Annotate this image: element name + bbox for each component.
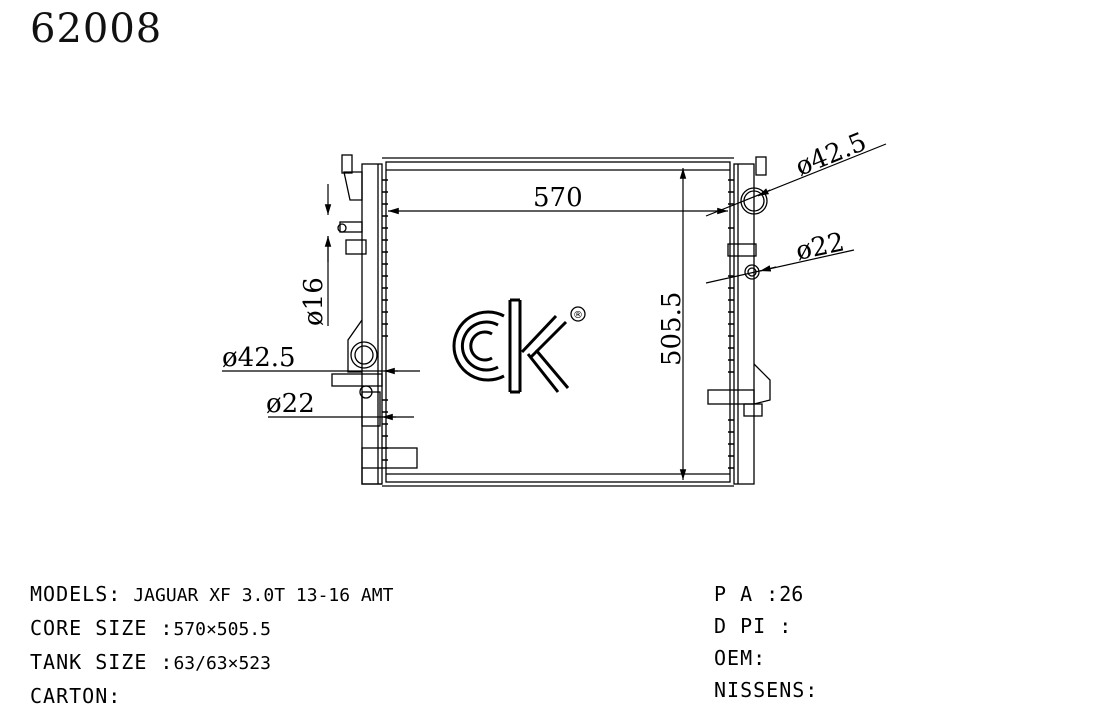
outlet-pipe-small-right	[744, 264, 760, 280]
models-label: MODELS:	[30, 582, 122, 606]
dpi-label: D PI :	[714, 614, 793, 638]
oem-row: OEM:	[714, 642, 818, 674]
core-size-label: CORE SIZE :	[30, 616, 174, 640]
tank-size-row: TANK SIZE :63/63×523	[30, 646, 393, 680]
models-value: JAGUAR XF 3.0T 13-16 AMT	[133, 585, 394, 606]
width-dimension-label: 570	[533, 183, 583, 213]
radiator-drawing: 570 505.5 ø16 ø42.5 ø22 ø42.5 ø22 ®	[222, 127, 887, 487]
inlet-right-label: ø42.5	[791, 127, 870, 182]
height-dimension-label: 505.5	[657, 292, 687, 366]
small-right-label: ø22	[793, 227, 847, 266]
models-row: MODELS: JAGUAR XF 3.0T 13-16 AMT	[30, 578, 393, 612]
specs-left: MODELS: JAGUAR XF 3.0T 13-16 AMT CORE SI…	[30, 578, 393, 714]
radiator-core	[385, 161, 731, 483]
registered-mark: ®	[573, 310, 583, 321]
nissens-row: NISSENS:	[714, 674, 818, 706]
part-number: 62008	[30, 6, 163, 52]
inlet-pipe-right	[740, 187, 768, 215]
core-size-row: CORE SIZE :570×505.5	[30, 612, 393, 646]
specs-right: P A :26 D PI : OEM: NISSENS:	[714, 578, 818, 706]
pa-value: 26	[779, 582, 804, 606]
tank-size-label: TANK SIZE :	[30, 650, 174, 674]
inlet-pipe-left	[350, 341, 378, 369]
outlet-pipe-small-left	[359, 385, 373, 399]
dpi-row: D PI :	[714, 610, 818, 642]
left-tank	[331, 154, 418, 485]
pa-row: P A :26	[714, 578, 818, 610]
core-size-value: 570×505.5	[173, 619, 271, 640]
ck-logo	[452, 298, 586, 394]
small-left-label: ø22	[266, 389, 315, 419]
pa-label: P A :	[714, 582, 780, 606]
inlet-left-label: ø42.5	[222, 343, 296, 373]
pin-diameter-label: ø16	[299, 277, 329, 326]
nissens-label: NISSENS:	[714, 678, 819, 702]
tank-size-value: 63/63×523	[173, 653, 271, 674]
right-tank	[707, 156, 771, 485]
oem-label: OEM:	[714, 646, 767, 670]
carton-row: CARTON:	[30, 680, 393, 714]
carton-label: CARTON:	[30, 684, 122, 708]
